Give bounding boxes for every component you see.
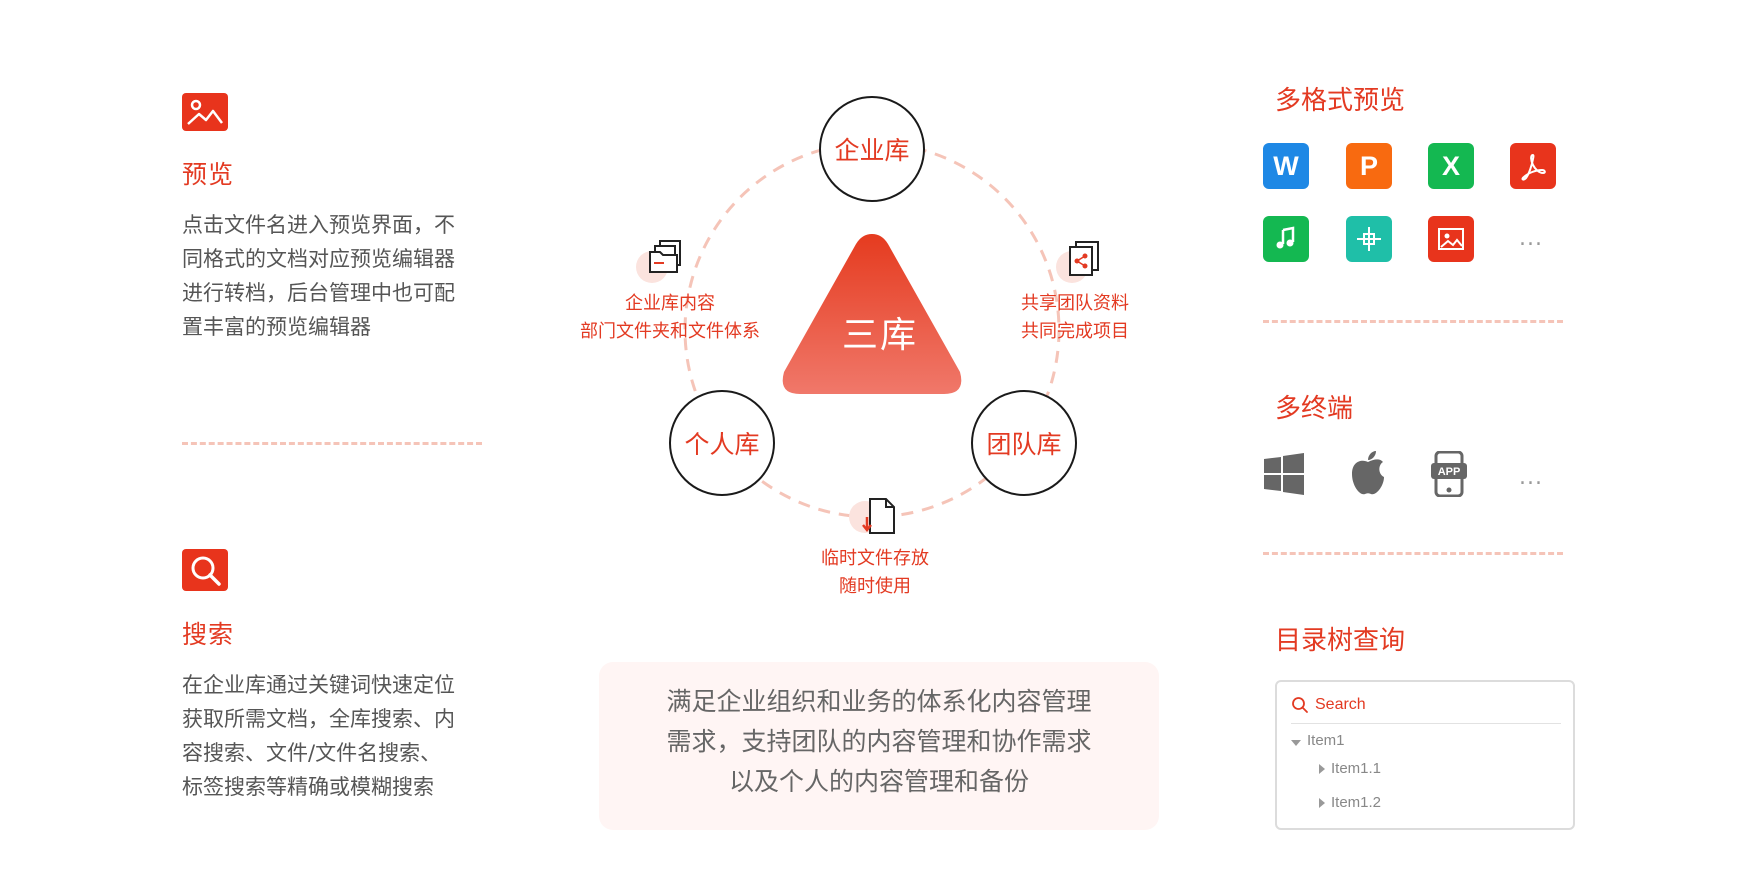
pdf-icon [1510,143,1556,189]
directory-tree-widget: Search Item1 Item1.1 Item1.2 [1275,680,1575,830]
cycle-ring [683,141,1061,519]
temp-file-icon [862,498,895,534]
tree-item-1[interactable]: Item1 [1307,732,1345,749]
search-description: 在企业库通过关键词快速定位 获取所需文档，全库搜索、内 容搜索、文件/文件名搜索… [182,673,455,799]
node-enterprise-library: 企业库 [819,96,925,202]
formats-title: 多格式预览 [1275,86,1406,116]
right-divider-2 [1263,552,1563,555]
caret-right-icon[interactable] [1319,798,1325,808]
terminals-title: 多终端 [1275,394,1354,424]
core-label: 三库 [841,315,918,356]
tree-item-1-2[interactable]: Item1.2 [1331,794,1382,811]
app-icon: APP [1431,451,1467,497]
node-personal-library: 个人库 [669,390,775,496]
app-label: APP [1438,466,1461,478]
tree-search-input[interactable]: Search [1291,692,1561,724]
ppt-icon: P [1346,143,1392,189]
terminals-more: ... [1519,465,1543,490]
picture-icon [1428,216,1474,262]
music-icon [1263,216,1309,262]
formats-more: ... [1519,226,1543,251]
node-team-library: 团队库 [971,390,1077,496]
tree-title: 目录树查询 [1275,626,1406,656]
excel-icon: X [1428,143,1474,189]
core-triangle [782,234,962,394]
word-icon: W [1263,143,1309,189]
edge-label-enterprise: 企业库内容 部门文件夹和文件体系 [580,293,760,342]
search-icon [1292,697,1308,713]
caret-down-icon[interactable] [1291,740,1301,746]
folder-documents-icon [649,240,681,273]
right-divider-1 [1263,320,1563,323]
left-divider [182,442,482,445]
apple-icon [1352,451,1384,495]
image-icon [182,93,228,131]
tree-search-placeholder: Search [1315,696,1366,713]
shared-document-icon [1069,241,1099,276]
search-icon [182,549,228,591]
preview-title: 预览 [182,160,235,189]
summary-box: 满足企业组织和业务的体系化内容管理 需求，支持团队的内容管理和协作需求 以及个人… [599,662,1159,830]
search-title: 搜索 [182,620,235,649]
caret-right-icon[interactable] [1319,764,1325,774]
preview-description: 点击文件名进入预览界面，不 同格式的文档对应预览编辑器 进行转档，后台管理中也可… [182,213,455,339]
tree-item-1-1[interactable]: Item1.1 [1331,760,1382,777]
edge-label-team: 共享团队资料 共同完成项目 [1021,293,1129,342]
windows-icon [1264,453,1304,495]
edge-label-personal: 临时文件存放 随时使用 [821,548,929,597]
cad-icon [1346,216,1392,262]
